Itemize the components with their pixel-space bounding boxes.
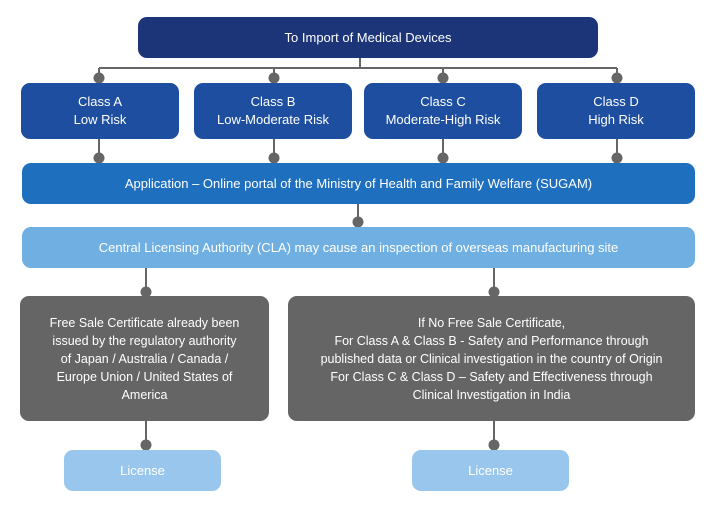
application-sugam-box: Application – Online portal of the Minis… xyxy=(22,163,695,204)
connector-dot xyxy=(140,439,152,451)
connector-dot xyxy=(488,439,500,451)
class-c-box: Class C Moderate-High Risk xyxy=(364,83,522,139)
class-a-box: Class A Low Risk xyxy=(21,83,179,139)
free-sale-certificate-box: Free Sale Certificate already been issue… xyxy=(20,296,269,421)
connector-dot xyxy=(437,72,449,84)
connector-dot xyxy=(268,72,280,84)
import-medical-devices-box: To Import of Medical Devices xyxy=(138,17,598,58)
cla-inspection-box: Central Licensing Authority (CLA) may ca… xyxy=(22,227,695,268)
class-b-box: Class B Low-Moderate Risk xyxy=(194,83,352,139)
connector-dot xyxy=(611,152,623,164)
connector-dot xyxy=(352,216,364,228)
license-box-left: License xyxy=(64,450,221,491)
connector-dot xyxy=(611,72,623,84)
connector-dot xyxy=(437,152,449,164)
connector-dot xyxy=(268,152,280,164)
class-d-box: Class D High Risk xyxy=(537,83,695,139)
connector-dot xyxy=(93,152,105,164)
no-free-sale-certificate-box: If No Free Sale Certificate, For Class A… xyxy=(288,296,695,421)
license-box-right: License xyxy=(412,450,569,491)
connector-dot xyxy=(93,72,105,84)
